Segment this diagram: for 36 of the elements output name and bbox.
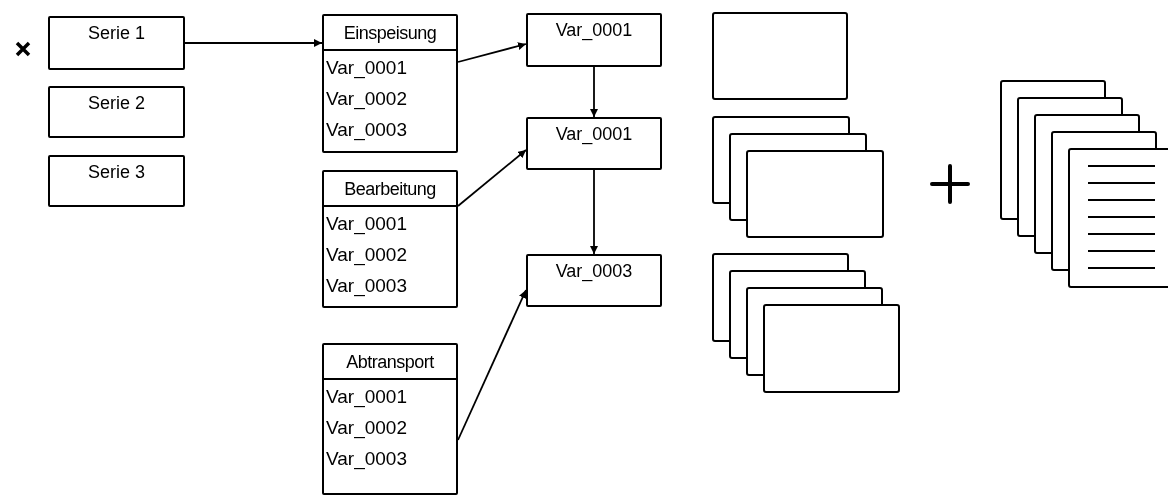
empty-box [712, 12, 848, 100]
table-row-text: Var_0001 [326, 385, 408, 410]
stacked-boxes [712, 253, 900, 393]
table-row-text: Var_0002 [326, 87, 408, 112]
table-header: Bearbeitung [344, 179, 436, 198]
arrow [457, 149, 527, 207]
arrow [590, 66, 598, 118]
arrow [457, 42, 527, 63]
box-label: Serie 2 [87, 92, 145, 115]
table-row-text: Var_0003 [326, 274, 408, 299]
process-box [526, 117, 662, 170]
table-row-text: Var_0003 [326, 118, 408, 143]
variable-table [322, 14, 458, 153]
table-row-text: Var_0001 [326, 56, 408, 81]
box-label: Var_0001 [555, 123, 633, 147]
variable-table [322, 170, 458, 308]
table-header: Abtransport [346, 352, 434, 371]
box-label: Var_0001 [555, 19, 633, 43]
table-header: Einspeisung [343, 23, 437, 42]
variable-table [322, 343, 458, 495]
arrow [184, 39, 323, 47]
process-box [48, 86, 185, 138]
table-row-text: Var_0003 [326, 447, 408, 472]
stacked-boxes [712, 116, 884, 238]
arrow [457, 289, 527, 441]
table-row-text: Var_0002 [326, 416, 408, 441]
process-box [526, 13, 662, 67]
process-box [48, 16, 185, 70]
box-label: Serie 1 [87, 22, 145, 45]
table-row-text: Var_0001 [326, 212, 408, 237]
process-box [526, 254, 662, 307]
table-row-text: Var_0002 [326, 243, 408, 268]
box-label: Var_0003 [555, 260, 633, 284]
box-label: Serie 3 [87, 161, 145, 184]
process-box [48, 155, 185, 207]
arrow [590, 169, 598, 255]
